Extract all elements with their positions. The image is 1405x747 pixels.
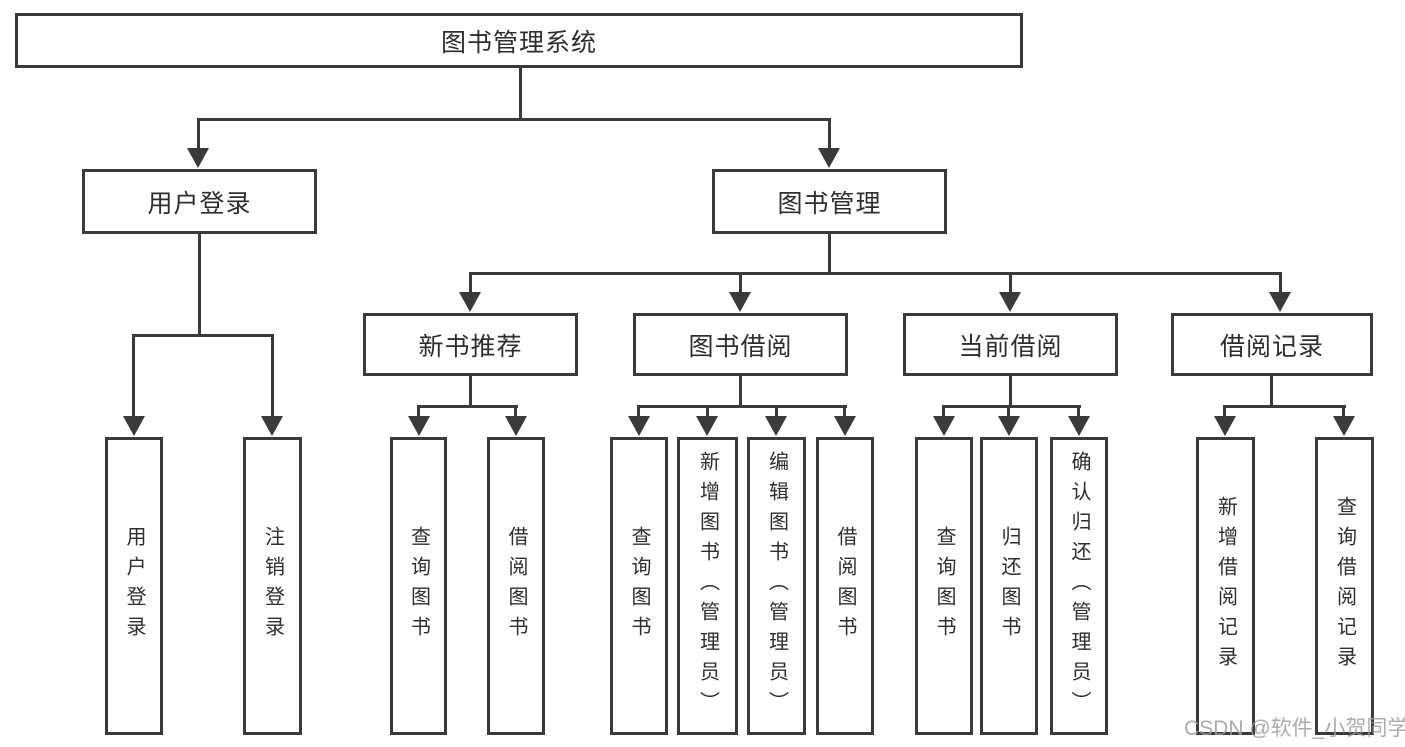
node-label: 归还图书 (998, 526, 1020, 646)
connector-line (132, 334, 274, 337)
connector-line (775, 405, 778, 419)
connector-arrow (1214, 416, 1236, 436)
connector-arrow (696, 416, 718, 436)
connector-line (469, 376, 472, 408)
connector-line (739, 376, 742, 408)
connector-line (637, 405, 847, 408)
leaf-query-books-recommend: 查询图书 (390, 437, 447, 735)
connector-line (1009, 376, 1012, 408)
node-label: 图书管理系统 (440, 28, 597, 57)
connector-line (198, 234, 201, 337)
leaf-edit-book-admin: 编辑图书（管理员） (747, 437, 806, 735)
connector-arrow (834, 416, 856, 436)
connector-arrow (261, 416, 283, 436)
connector-arrow (187, 148, 209, 168)
connector-arrow (1068, 416, 1090, 436)
connector-line (1077, 405, 1080, 419)
connector-arrow (1333, 416, 1355, 436)
connector-line (843, 405, 846, 419)
node-label: 用户登录 (147, 189, 252, 218)
connector-arrow (818, 148, 840, 168)
connector-line (132, 334, 135, 418)
leaf-confirm-return-admin: 确认归还（管理员） (1050, 437, 1108, 735)
node-current-borrow: 当前借阅 (903, 313, 1118, 376)
leaf-query-books-borrow: 查询图书 (610, 437, 668, 735)
leaf-add-book-admin: 新增图书（管理员） (677, 437, 738, 735)
connector-line (1009, 272, 1012, 295)
connector-line (1007, 405, 1010, 419)
connector-line (469, 272, 1282, 275)
connector-arrow (628, 416, 650, 436)
connector-line (514, 405, 517, 419)
connector-line (519, 68, 522, 120)
node-label: 借阅记录 (1219, 332, 1324, 361)
node-label: 当前借阅 (958, 332, 1063, 361)
connector-line (942, 405, 1081, 408)
node-label: 新增借阅记录 (1214, 496, 1237, 676)
connector-line (1279, 272, 1282, 295)
connector-arrow (123, 416, 145, 436)
connector-arrow (998, 416, 1020, 436)
connector-line (637, 405, 640, 419)
connector-line (1270, 376, 1273, 408)
connector-line (706, 405, 709, 419)
connector-line (197, 118, 200, 151)
csdn-watermark: CSDN @软件_小贺同学 (1184, 717, 1405, 740)
connector-arrow (459, 292, 481, 312)
node-book-management: 图书管理 (712, 169, 947, 234)
node-label: 新书推荐 (418, 332, 523, 361)
connector-line (271, 334, 274, 418)
leaf-return-books: 归还图书 (980, 437, 1038, 735)
node-label: 图书管理 (777, 189, 882, 218)
node-label: 借阅图书 (834, 526, 856, 646)
node-label: 查询图书 (407, 526, 430, 646)
node-new-book-recommend: 新书推荐 (363, 313, 578, 376)
leaf-logout: 注销登录 (243, 437, 302, 735)
leaf-user-login: 用户登录 (105, 437, 163, 735)
connector-line (417, 405, 518, 408)
node-label: 查询图书 (628, 526, 650, 646)
connector-line (417, 405, 420, 419)
connector-arrow (765, 416, 787, 436)
connector-line (1223, 405, 1226, 419)
leaf-query-borrow-record: 查询借阅记录 (1315, 437, 1374, 735)
connector-arrow (505, 416, 527, 436)
leaf-add-borrow-record: 新增借阅记录 (1196, 437, 1255, 735)
node-book-borrow: 图书借阅 (633, 313, 848, 376)
node-label: 注销登录 (261, 526, 284, 646)
connector-arrow (933, 416, 955, 436)
node-label: 查询借阅记录 (1333, 496, 1356, 676)
connector-line (828, 234, 831, 275)
connector-line (1223, 405, 1346, 408)
connector-line (942, 405, 945, 419)
node-label: 图书借阅 (688, 332, 793, 361)
node-label: 新增图书（管理员） (696, 451, 719, 721)
connector-line (197, 118, 831, 121)
node-library-management-system: 图书管理系统 (15, 13, 1023, 68)
leaf-borrow-books-recommend: 借阅图书 (487, 437, 545, 735)
node-label: 借阅图书 (505, 526, 527, 646)
connector-line (828, 118, 831, 151)
node-label: 确认归还（管理员） (1068, 451, 1090, 721)
connector-arrow (408, 416, 430, 436)
connector-arrow (999, 292, 1021, 312)
connector-arrow (1269, 292, 1291, 312)
node-label: 编辑图书（管理员） (765, 451, 788, 721)
node-borrow-records: 借阅记录 (1171, 313, 1373, 376)
connector-line (1342, 405, 1345, 419)
node-label: 查询图书 (933, 526, 955, 646)
leaf-query-books-current: 查询图书 (915, 437, 973, 735)
node-label: 用户登录 (123, 526, 145, 646)
connector-arrow (729, 292, 751, 312)
connector-line (469, 272, 472, 295)
connector-line (739, 272, 742, 295)
node-user-login: 用户登录 (82, 169, 317, 234)
leaf-borrow-books: 借阅图书 (816, 437, 874, 735)
